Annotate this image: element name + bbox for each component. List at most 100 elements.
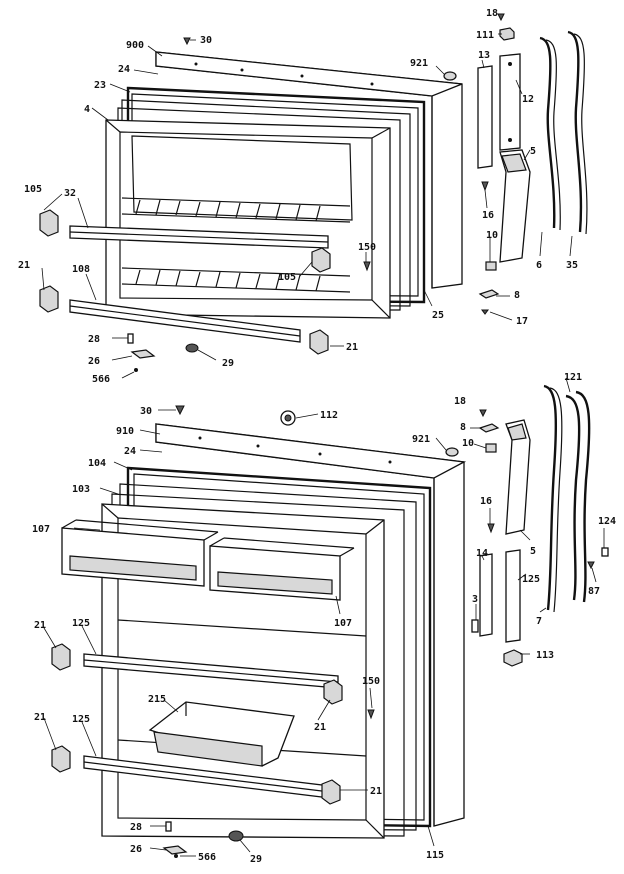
label-28: 28	[88, 334, 100, 345]
fresh-food-grommet-112	[280, 410, 296, 426]
label-103: 103	[72, 484, 90, 495]
label-125-upper: 125	[72, 618, 90, 629]
freezer-shelf-end-cap-left-upper	[39, 209, 59, 237]
fresh-food-screw-18	[479, 409, 487, 418]
freezer-door-stop-13	[477, 65, 493, 169]
label-121: 121	[564, 372, 582, 383]
freezer-hinge-bracket-12	[499, 53, 521, 151]
freezer-handle-6	[539, 36, 561, 231]
freezer-shelf-rack-upper	[121, 197, 351, 223]
label-107-right: 107	[334, 618, 352, 629]
fresh-food-bushing-28	[165, 821, 172, 832]
label-125-right: 125	[522, 574, 540, 585]
fresh-food-dairy-compartment-right	[209, 537, 355, 601]
fresh-food-plug-921	[445, 447, 459, 457]
label-125-lower: 125	[72, 714, 90, 725]
label-921-lower: 921	[412, 434, 430, 445]
label-23: 23	[94, 80, 106, 91]
label-25: 25	[432, 310, 444, 321]
fresh-food-screw-87	[587, 561, 595, 570]
fresh-food-end-cap-right-upper	[323, 679, 343, 705]
label-105-lower: 105	[278, 272, 296, 283]
label-150-lower: 150	[362, 676, 380, 687]
freezer-plug-921	[443, 71, 457, 81]
label-566: 566	[92, 374, 110, 385]
label-26: 26	[88, 356, 100, 367]
label-29: 29	[222, 358, 234, 369]
label-8: 8	[514, 290, 520, 301]
freezer-hinge-bracket-5	[499, 149, 531, 263]
label-124: 124	[598, 516, 616, 527]
fresh-food-door-assembly	[51, 384, 609, 858]
freezer-shelf-bar-lower	[69, 299, 301, 343]
label-18: 18	[486, 8, 498, 19]
freezer-bushing-28	[127, 333, 134, 344]
label-115: 115	[426, 850, 444, 861]
label-21-lower-right-1: 21	[314, 722, 326, 733]
freezer-spacer-10	[485, 261, 497, 271]
fresh-food-shim-8	[478, 423, 500, 433]
label-13: 13	[478, 50, 490, 61]
label-108: 108	[72, 264, 90, 275]
fresh-food-cam-29	[228, 830, 244, 842]
fresh-food-hinge-plate-26	[162, 845, 188, 855]
fresh-food-spacer-10	[485, 443, 497, 453]
fresh-food-hinge-bracket-125	[505, 549, 521, 643]
label-921: 921	[410, 58, 428, 69]
label-113: 113	[536, 650, 554, 661]
label-26-lower: 26	[130, 844, 142, 855]
label-30: 30	[200, 35, 212, 46]
label-5-lower: 5	[530, 546, 536, 557]
label-28-lower: 28	[130, 822, 142, 833]
label-21-lower-right-2: 21	[370, 786, 382, 797]
freezer-screw-566	[134, 368, 138, 372]
label-16: 16	[482, 210, 494, 221]
freezer-door-liner	[105, 119, 391, 319]
freezer-screw-18	[497, 13, 505, 22]
label-21-upper-right: 21	[346, 342, 358, 353]
label-17: 17	[516, 316, 528, 327]
fresh-food-outer-door-panel	[155, 423, 467, 827]
label-18-lower: 18	[454, 396, 466, 407]
freezer-outer-door-panel	[155, 51, 463, 289]
label-112: 112	[320, 410, 338, 421]
freezer-shelf-end-cap-right-lower	[309, 329, 329, 355]
label-150: 150	[358, 242, 376, 253]
label-107-left: 107	[32, 524, 50, 535]
fresh-food-screw-30	[175, 405, 185, 416]
label-21-lower-left-2: 21	[34, 712, 46, 723]
fresh-food-handle-121	[565, 390, 591, 603]
label-24-lower: 24	[124, 446, 136, 457]
freezer-shelf-rack-lower	[121, 267, 351, 293]
label-105-upper: 105	[24, 184, 42, 195]
label-4: 4	[84, 104, 90, 115]
label-35: 35	[566, 260, 578, 271]
label-900: 900	[126, 40, 144, 51]
freezer-shelf-end-cap-left-lower	[39, 285, 59, 313]
freezer-door-assembly	[39, 13, 588, 372]
fresh-food-block-113	[503, 649, 523, 667]
freezer-hinge-plate-26	[130, 349, 156, 359]
label-32: 32	[64, 188, 76, 199]
freezer-handle-35	[567, 30, 588, 235]
label-8-lower: 8	[460, 422, 466, 433]
label-29-lower: 29	[250, 854, 262, 865]
label-10: 10	[486, 230, 498, 241]
label-87: 87	[588, 586, 600, 597]
freezer-screw-16	[481, 181, 489, 192]
fresh-food-door-stop-14	[479, 553, 493, 637]
label-24: 24	[118, 64, 130, 75]
label-566-lower: 566	[198, 852, 216, 863]
freezer-screw-30	[183, 37, 191, 46]
fresh-food-screw-566	[174, 854, 178, 858]
fresh-food-end-cap-left-lower	[51, 745, 71, 773]
label-910: 910	[116, 426, 134, 437]
label-16-lower: 16	[480, 496, 492, 507]
label-3: 3	[472, 594, 478, 605]
label-111: 111	[476, 30, 494, 41]
fresh-food-bin-215	[148, 701, 295, 767]
fresh-food-end-cap-right-lower	[321, 779, 341, 805]
label-5: 5	[530, 146, 536, 157]
part-labels: 18 111 900 30 921 13 12 24 23 4 5 16 105…	[18, 8, 616, 865]
